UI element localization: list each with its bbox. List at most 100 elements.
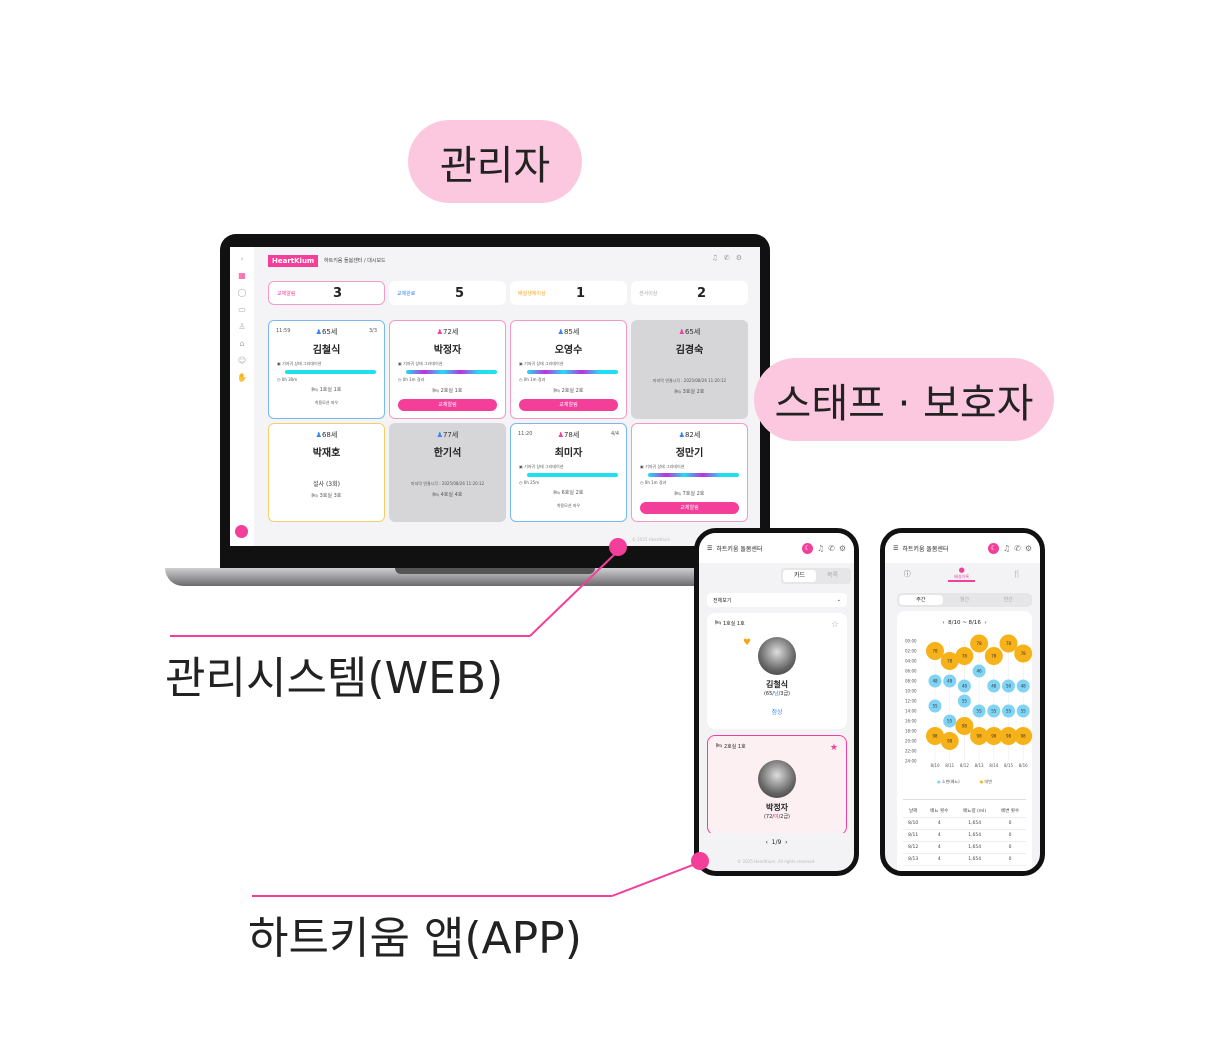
menu-icon[interactable]: ☰ (893, 544, 899, 552)
clock-icon: ◷ (519, 480, 523, 485)
care-icon[interactable]: ✋ (237, 373, 247, 382)
menu-icon[interactable]: ☰ (707, 544, 713, 552)
date-range[interactable]: ‹ 8/10 ~ 8/16 › (942, 620, 987, 626)
note: 착용모션 좌우 (556, 503, 581, 508)
change-alert-button[interactable]: 교체알림 (640, 502, 739, 514)
filter-select[interactable]: 전체보기⌄ (707, 593, 847, 607)
chat-button[interactable] (235, 525, 248, 538)
resident-name: 김철식 (312, 345, 341, 356)
tab-excretion[interactable]: ●배설기록 (948, 566, 975, 582)
stool-bubble (1014, 727, 1033, 745)
bell-icon[interactable]: ♫ (1002, 543, 1011, 553)
clock-icon: ◷ (519, 377, 523, 382)
bed-icon: 🛏 (715, 620, 722, 626)
chevron-down-icon: ⌄ (836, 597, 841, 603)
table-cell: 0 (994, 829, 1026, 842)
staff-label: 스태프 · 보호자 (774, 380, 1034, 427)
gear-icon[interactable]: ⚙ (838, 543, 846, 553)
change-alert-button[interactable]: 교체알림 (519, 399, 618, 411)
elapsed-time: 0h 1m 경과 (644, 480, 667, 485)
summary-value: 1 (575, 285, 585, 301)
diagnosis: 설사 (3회) (313, 481, 340, 488)
breadcrumb: 하트키움 돌봄센터 / 대시보드 (324, 258, 386, 264)
megaphone-icon[interactable]: ✆ (828, 543, 835, 553)
room-label: 3호실 3호 (319, 493, 342, 499)
tab-list[interactable]: 목록 (826, 572, 839, 579)
urine-bubble (1016, 704, 1030, 718)
tab-card[interactable]: 카드 (783, 570, 816, 582)
group-icon[interactable]: ☺ (237, 356, 247, 365)
bed-icon: 🛏 (432, 388, 439, 394)
diaper-bar (527, 370, 618, 374)
urine-bubble (928, 674, 942, 688)
room-label: 1호실 1호 (722, 621, 745, 627)
sensor-status: 마지막 연결시각 : 2025/08/26 11:20:12 (410, 481, 485, 486)
megaphone-icon: ✆ (723, 254, 736, 262)
resident-name: 박정자 (433, 345, 462, 356)
device-icon[interactable]: ▭ (238, 305, 246, 314)
avatar (758, 637, 796, 675)
info-icon[interactable]: ⓘ (903, 570, 911, 578)
x-tick-label: 8/10 (931, 763, 940, 768)
staff-icon[interactable]: ♙ (238, 322, 246, 331)
star-filled-icon[interactable]: ★ (829, 743, 838, 753)
change-alert-button[interactable]: 교체알림 (398, 399, 497, 411)
star-outline-icon[interactable]: ☆ (830, 620, 839, 630)
laptop-notch (395, 568, 595, 574)
x-tick-label: 8/11 (945, 763, 954, 768)
sensor-status: 마지막 연결시각 : 2025/08/26 11:20:12 (652, 378, 727, 383)
header-icons[interactable]: ♫✆⚙ (712, 254, 748, 262)
app-leader-line (252, 895, 612, 897)
user-icon[interactable]: ◯ (237, 288, 247, 297)
room-label: 4호실 4호 (440, 492, 463, 498)
dashboard-icon[interactable]: ▦ (238, 271, 246, 280)
bubble-label: 98 (962, 724, 968, 729)
room-label: 1호실 1호 (319, 387, 342, 393)
resident-name: 김경숙 (675, 345, 704, 356)
table-cell: 4 (923, 853, 956, 866)
building-icon[interactable]: ⌂ (239, 339, 245, 348)
bubble-label: 55 (1021, 709, 1027, 714)
table-cell: 4 (923, 817, 956, 830)
summary-value: 2 (696, 285, 706, 301)
moon-icon[interactable]: ☾ (987, 542, 999, 554)
pager[interactable]: ‹ 1/9 › (699, 833, 854, 853)
bubble-label: 55 (932, 704, 938, 709)
bell-icon[interactable]: ♫ (816, 543, 825, 553)
period-monthly[interactable]: 월간 (959, 597, 970, 603)
bed-icon: 🛏 (311, 493, 318, 499)
bubble-label: 78 (962, 654, 968, 659)
diaper-icon: ▣ (640, 464, 644, 469)
room-label: 2호실 2호 (561, 388, 584, 394)
expand-icon[interactable]: › (240, 255, 244, 263)
bubble-label: 48 (962, 684, 968, 689)
y-tick-label: 18:00 (905, 729, 917, 734)
resident-name: 김철식 (765, 680, 789, 689)
megaphone-icon[interactable]: ✆ (1014, 543, 1021, 553)
time-label: 11:59 (276, 328, 291, 334)
gear-icon[interactable]: ⚙ (1024, 543, 1032, 553)
gender-icon: ♟ (436, 328, 443, 336)
bell-icon: ♫ (711, 254, 724, 262)
period-yearly[interactable]: 연간 (1003, 597, 1013, 603)
period-weekly[interactable]: 주간 (899, 595, 943, 605)
moon-icon[interactable]: ☾ (801, 542, 813, 554)
age: 72세 (442, 328, 459, 336)
urine-bubble (987, 679, 1001, 693)
meal-icon[interactable]: 🍴 (1012, 570, 1022, 578)
urine-bubble (957, 694, 971, 708)
